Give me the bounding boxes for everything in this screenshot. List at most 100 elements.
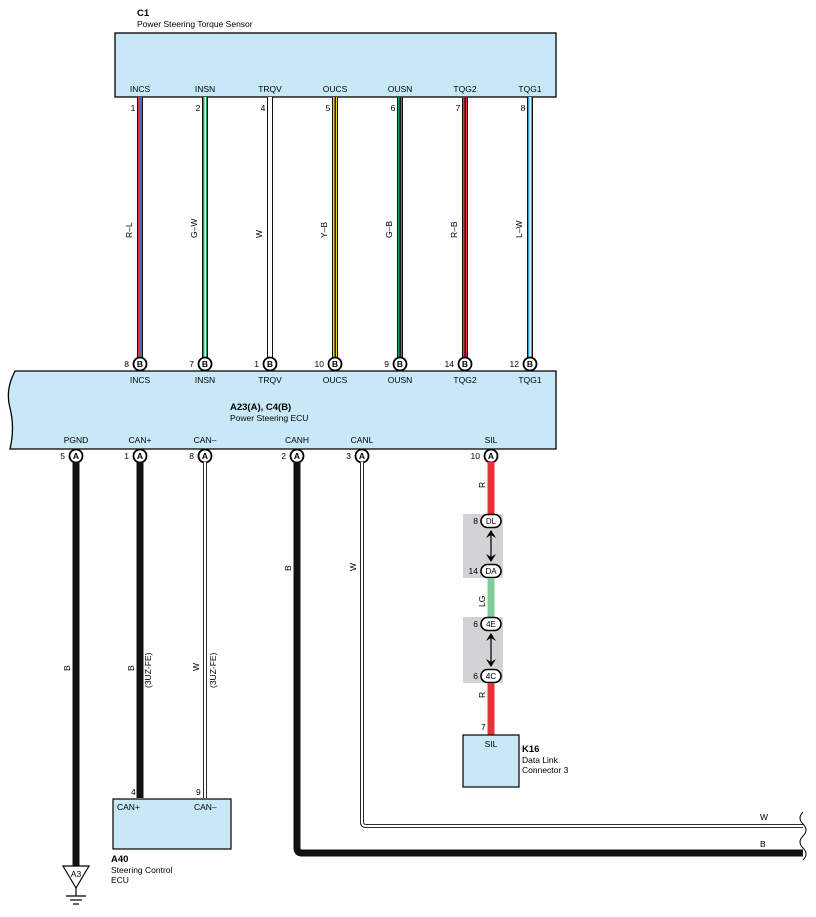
sensor-pin-name-0: INCS (130, 84, 151, 94)
ecu-top-pin-connector-1-letter: B (202, 359, 208, 369)
ecu-top-pin-connector-6 (522, 356, 538, 372)
ecu-top-pin-connector-4-letter: B (397, 359, 403, 369)
sensor-pin-name-5: TQG2 (453, 84, 476, 94)
sensor-pin-name-1: INSN (195, 84, 215, 94)
ecu-top-pin-connector-3 (327, 356, 343, 372)
ecu-bottom-pin-connector-0-letter: A (73, 451, 79, 461)
ecu-top-pin-connector-1 (197, 356, 213, 372)
dlc-pin-name: SIL (485, 739, 498, 749)
ecu-bottom-pin-connector-4-letter: A (359, 451, 365, 461)
sensor-wire-label-0: R–L (124, 222, 134, 238)
canh-wire (293, 462, 803, 857)
ground-triangle (61, 865, 91, 890)
steering-control-ecu: 4 9 CAN+ CAN– A40 Steering Control ECU (111, 787, 232, 885)
a40-pin1-num: 4 (131, 787, 136, 797)
bus-break-mark (799, 811, 807, 861)
ecu-top-pin-num-4: 9 (384, 359, 389, 369)
dlc-pin-num: 7 (481, 722, 486, 732)
ecu-top-pin-connector-5 (457, 356, 473, 372)
ecu-top-pin-connector-3-letter: B (332, 359, 338, 369)
junction2-bottom-oval-text: 4C (486, 672, 496, 681)
ecu-top-pin-name-1: INSN (195, 375, 215, 385)
sensor-wire-label-1: G–W (189, 219, 199, 238)
sensor-wire-2: W (254, 97, 273, 357)
sensor-pin-num-4: 6 (391, 103, 396, 113)
junction2-top-oval-text: 4E (486, 620, 496, 629)
ecu-top-pin-connector-2-letter: B (267, 359, 273, 369)
ecu-bottom-pin-connector-2-letter: A (202, 451, 208, 461)
sensor-wire-label-3: Y–B (319, 222, 329, 238)
lower-wiring: B B (3UZ-FE) W (3UZ-FE) B W W B R DLDA81… (62, 462, 807, 866)
sensor-wire-stripe (529, 97, 531, 357)
sensor-id: C1 (137, 8, 150, 19)
bus-b-label: B (760, 839, 766, 849)
sensor-wire-label-6: L–W (514, 221, 524, 238)
ecu-top-pin-connector-4 (392, 356, 408, 372)
bus-w-label: W (760, 812, 768, 822)
ecu-bottom-pin-name-3: CANH (285, 435, 309, 445)
can-minus-wire-label: W (191, 663, 201, 671)
ecu-top-pin-num-0: 8 (124, 359, 129, 369)
junction2-bottom-oval (480, 668, 502, 684)
ecu-top-pin-name-2: TRQV (258, 375, 282, 385)
data-link-connector: 7 SIL K16 Data Link Connector 3 (462, 722, 569, 788)
sensor-wire-6: L–W (514, 97, 533, 357)
a40-box (112, 798, 232, 850)
junction1-arrow-up-icon (486, 530, 496, 538)
dlc-box (462, 734, 520, 788)
sensor-pin-num-3: 5 (326, 103, 331, 113)
sensor-wire-stripe (464, 97, 466, 357)
ecu-top-pin-connector-0-letter: B (137, 359, 143, 369)
sensor-wire-5: R–B (449, 97, 468, 357)
junction2-top-num: 6 (473, 619, 478, 629)
ecu-top-pin-name-5: TQG2 (453, 375, 476, 385)
ecu-bottom-pin-connector-5-letter: A (488, 451, 494, 461)
ecu-bottom-pin-name-2: CAN– (194, 435, 217, 445)
ecu-bottom-pin-name-5: SIL (485, 435, 498, 445)
ecu-bottom-pin-name-4: CANL (351, 435, 374, 445)
canl-wire-label: W (348, 563, 358, 571)
ecu-top-pin-num-6: 12 (510, 359, 520, 369)
a40-pin1-name: CAN+ (117, 802, 140, 812)
sensor-pin-num-6: 8 (521, 103, 526, 113)
sil-wire-seg3-label: R (477, 692, 487, 698)
ecu-top-pin-connector-6-letter: B (527, 359, 533, 369)
sensor-wire-label-2: W (254, 230, 264, 238)
ecu-top-pin-connector-2 (262, 356, 278, 372)
ecu-top-pin-connector-5-letter: B (462, 359, 468, 369)
ecu-top-pin-num-5: 14 (445, 359, 455, 369)
ecu-bottom-pin-num-1: 1 (124, 451, 129, 461)
can-minus-note: (3UZ-FE) (208, 652, 218, 688)
ecu-id: A23(A), C4(B) (230, 402, 291, 413)
sensor-pin-num-0: 1 (131, 103, 136, 113)
sensor-wires: R–L G–W W Y–B G–B R–B L–W (124, 97, 533, 357)
ecu-bottom-pin-name-1: CAN+ (129, 435, 152, 445)
ecu-bottom-pin-num-3: 2 (281, 451, 286, 461)
ecu-box (7, 370, 557, 450)
sensor-wire-stripe (139, 97, 141, 357)
sensor-pin-num-5: 7 (456, 103, 461, 113)
ecu-top-pin-num-3: 10 (315, 359, 325, 369)
ground-icon: A3 (61, 865, 91, 905)
a40-pin2-name: CAN– (194, 802, 217, 812)
sensor-wire-stripe (399, 97, 401, 357)
sensor-wire-0: R–L (124, 97, 143, 357)
ecu-top-pin-name-4: OUSN (388, 375, 413, 385)
ecu-top-pin-name-6: TQG1 (518, 375, 541, 385)
ecu-top-pin-connector-0 (132, 356, 148, 372)
canl-wire (360, 462, 803, 828)
junction1-bottom-num: 14 (469, 566, 479, 576)
sensor-wire-label-5: R–B (449, 221, 459, 238)
dlc-name-1: Data Link (522, 755, 559, 765)
junction1-top-num: 8 (473, 516, 478, 526)
sensor-pin-name-4: OUSN (388, 84, 413, 94)
ecu-top-pin-name-3: OUCS (323, 375, 348, 385)
ecu-bottom-pin-num-2: 8 (189, 451, 194, 461)
sensor-wire-core (268, 97, 272, 357)
junction2-arrow-down-icon (486, 659, 496, 667)
pgnd-wire-label: B (62, 665, 72, 671)
sensor-wire-4: G–B (384, 97, 403, 357)
